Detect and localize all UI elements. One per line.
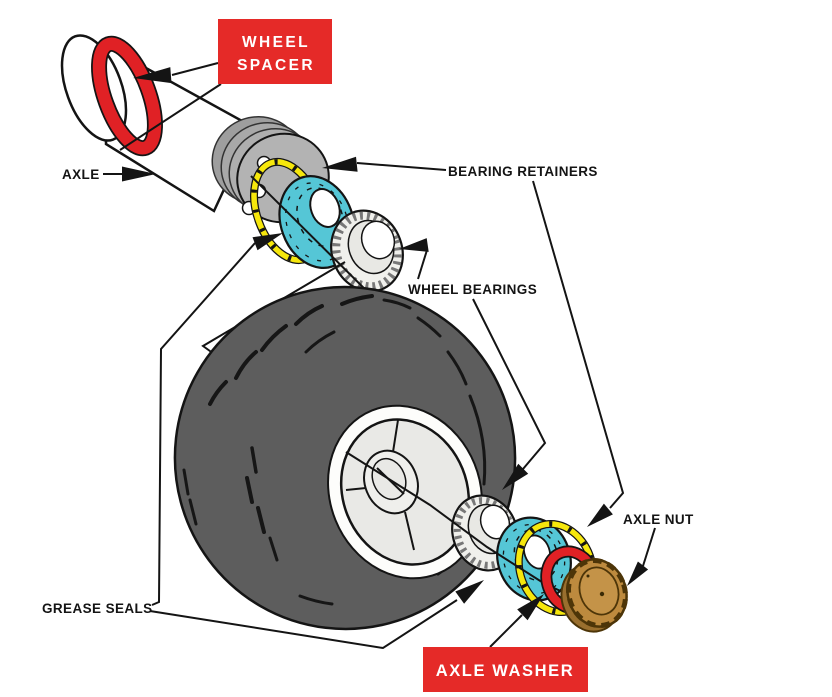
wheel-bearings-label: WHEEL BEARINGS: [408, 282, 537, 297]
wheel-spacer-callout-line1: WHEEL: [242, 34, 310, 51]
arrowhead: [587, 503, 613, 527]
arrowhead: [322, 156, 358, 172]
grease-seals-leader-lower-line: [149, 599, 458, 650]
axle-washer-callout-label: AXLE WASHER: [436, 662, 575, 680]
wheel-bearings-leader-down: [472, 298, 547, 490]
seal-bore: [309, 188, 341, 228]
wheel-bearings-leader-up: [399, 238, 429, 280]
arrowhead: [627, 561, 649, 586]
bearing-retainers-leader-left: [322, 156, 447, 172]
arrowhead: [252, 233, 283, 251]
axle-nut-part: [560, 557, 629, 633]
wheel-spacer-callout-box: [218, 19, 332, 84]
wheel-bearing-1: [330, 209, 404, 293]
bearing-retainers-leader-right: [532, 180, 625, 527]
axle-nut-leader: [627, 527, 656, 586]
axle-washer-callout: AXLE WASHER: [423, 647, 588, 692]
arrowhead: [122, 166, 156, 182]
axle-nut-face: [578, 566, 620, 616]
bearing-bore: [360, 220, 396, 260]
wheel-spacer-callout-line2: SPACER: [237, 57, 315, 74]
axle-washer-leader: [489, 594, 544, 648]
wheel-hub: [327, 404, 483, 580]
grease-seals-label: GREASE SEALS: [42, 601, 153, 616]
grease-seals-arrowheads: [252, 233, 484, 604]
arrowhead: [399, 238, 429, 252]
axle-leader: [103, 166, 156, 182]
wheel-spacer-ring: [91, 35, 163, 157]
bearing-retainers-label: BEARING RETAINERS: [448, 164, 598, 179]
arrowhead: [455, 580, 484, 604]
arrowhead: [517, 594, 544, 621]
arrowhead: [502, 463, 529, 490]
wheel-spacer-leader: [119, 62, 222, 151]
tire-tread-marks: [182, 294, 487, 606]
grease-seals-leader-upper-line: [151, 242, 256, 606]
axle-nut-label: AXLE NUT: [623, 512, 694, 527]
axle-washer-callout-box: [423, 647, 588, 692]
axle-label: AXLE: [62, 167, 100, 182]
wheel-spacer-callout: WHEEL SPACER: [218, 19, 332, 84]
arrowhead: [133, 67, 172, 84]
